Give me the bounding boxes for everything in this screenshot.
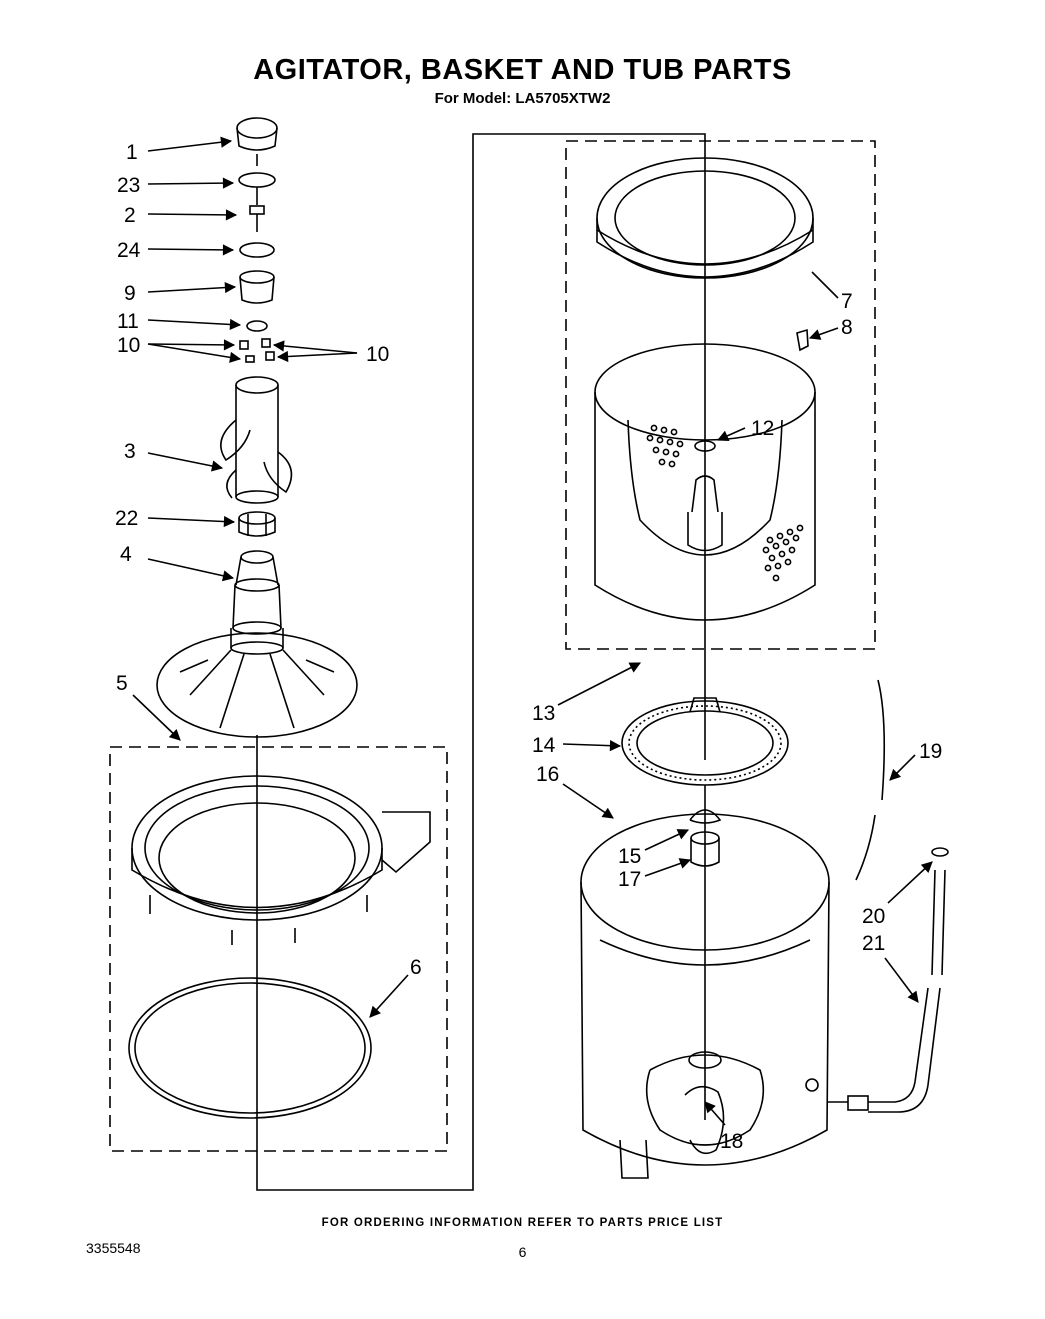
leader-10d <box>276 350 358 363</box>
callout-4: 4 <box>120 543 132 566</box>
leader-24 <box>147 244 235 256</box>
callout-8: 8 <box>841 316 853 339</box>
leader-23 <box>147 177 235 189</box>
part-spin-basket <box>594 343 816 621</box>
leader-21 <box>884 957 919 1003</box>
callout-24: 24 <box>117 239 141 262</box>
page-number: 6 <box>518 1244 527 1260</box>
callout-13: 13 <box>532 702 555 725</box>
callout-5: 5 <box>116 672 128 695</box>
part-agitator-cap <box>236 117 278 166</box>
leader-6 <box>369 974 409 1018</box>
part-balance-ring <box>596 157 814 279</box>
callout-2: 2 <box>124 204 136 227</box>
callout-1: 1 <box>126 141 138 164</box>
leader-13 <box>557 662 641 706</box>
page-title: AGITATOR, BASKET AND TUB PARTS <box>253 54 792 86</box>
part-agitator-dogs <box>239 338 275 363</box>
part-tub-ring <box>621 697 789 1120</box>
right-dashed-group-box <box>565 140 876 650</box>
callout-10-left: 10 <box>117 334 140 357</box>
part-seal-ring <box>239 242 275 258</box>
document-number: 3355548 <box>86 1240 141 1256</box>
leader-4 <box>147 558 235 582</box>
leader-18 <box>704 1101 726 1126</box>
part-gasket-ring <box>128 977 372 1119</box>
leader-20 <box>887 861 933 904</box>
leader-10b <box>147 343 242 363</box>
leader-10a <box>147 339 236 351</box>
model-subtitle: For Model: LA5705XTW2 <box>434 90 611 107</box>
callout-19: 19 <box>919 740 942 763</box>
leader-8 <box>808 327 839 340</box>
callout-22: 22 <box>115 507 138 530</box>
part-agitator <box>220 376 293 504</box>
leader-1 <box>147 136 233 152</box>
part-drive-block <box>238 511 276 537</box>
part-retainer <box>238 172 276 205</box>
part-fill-hose-lower <box>855 814 876 881</box>
callout-21: 21 <box>862 932 885 955</box>
part-bolt <box>249 205 265 232</box>
callout-11: 11 <box>117 310 139 333</box>
part-pump <box>684 1085 725 1155</box>
leader-19 <box>889 754 916 781</box>
leader-10c <box>272 340 358 354</box>
ordering-info-note: FOR ORDERING INFORMATION REFER TO PARTS … <box>321 1217 724 1229</box>
part-basket-drive-hub <box>230 550 284 655</box>
leader-11 <box>147 318 242 331</box>
leader-12 <box>716 427 746 442</box>
leader-15 <box>644 829 690 851</box>
part-ring <box>246 320 268 332</box>
leader-9 <box>147 281 237 294</box>
leader-5 <box>132 694 181 741</box>
callout-6: 6 <box>410 956 422 979</box>
callout-17: 17 <box>618 868 641 891</box>
leader-3 <box>147 452 224 472</box>
leader-14 <box>562 740 622 752</box>
callout-15: 15 <box>618 845 641 868</box>
part-outer-tub <box>580 813 830 1179</box>
callout-16: 16 <box>536 763 559 786</box>
left-dashed-group-box <box>109 746 448 1152</box>
callout-7: 7 <box>841 290 853 313</box>
part-fill-hose <box>877 679 886 801</box>
part-drain-hose <box>828 847 949 1113</box>
part-hose-clamp <box>689 809 722 824</box>
callout-20: 20 <box>862 905 885 928</box>
callout-9: 9 <box>124 282 136 305</box>
callout-12: 12 <box>751 417 774 440</box>
part-clip <box>796 328 809 352</box>
assembly-connector-line <box>256 133 706 1191</box>
leader-2 <box>147 209 238 221</box>
basket-perforations <box>646 424 804 582</box>
part-cam <box>239 270 275 304</box>
leader-16 <box>562 783 614 819</box>
leader-22 <box>147 515 236 528</box>
leader-17 <box>644 858 692 877</box>
callout-14: 14 <box>532 734 556 757</box>
callout-18: 18 <box>720 1130 743 1153</box>
part-basket-ring-assembly <box>131 775 431 945</box>
callout-23: 23 <box>117 174 140 197</box>
part-drive-plate <box>156 632 358 738</box>
callout-10-right: 10 <box>366 343 389 366</box>
leader-7 <box>811 271 839 299</box>
callout-3: 3 <box>124 440 136 463</box>
